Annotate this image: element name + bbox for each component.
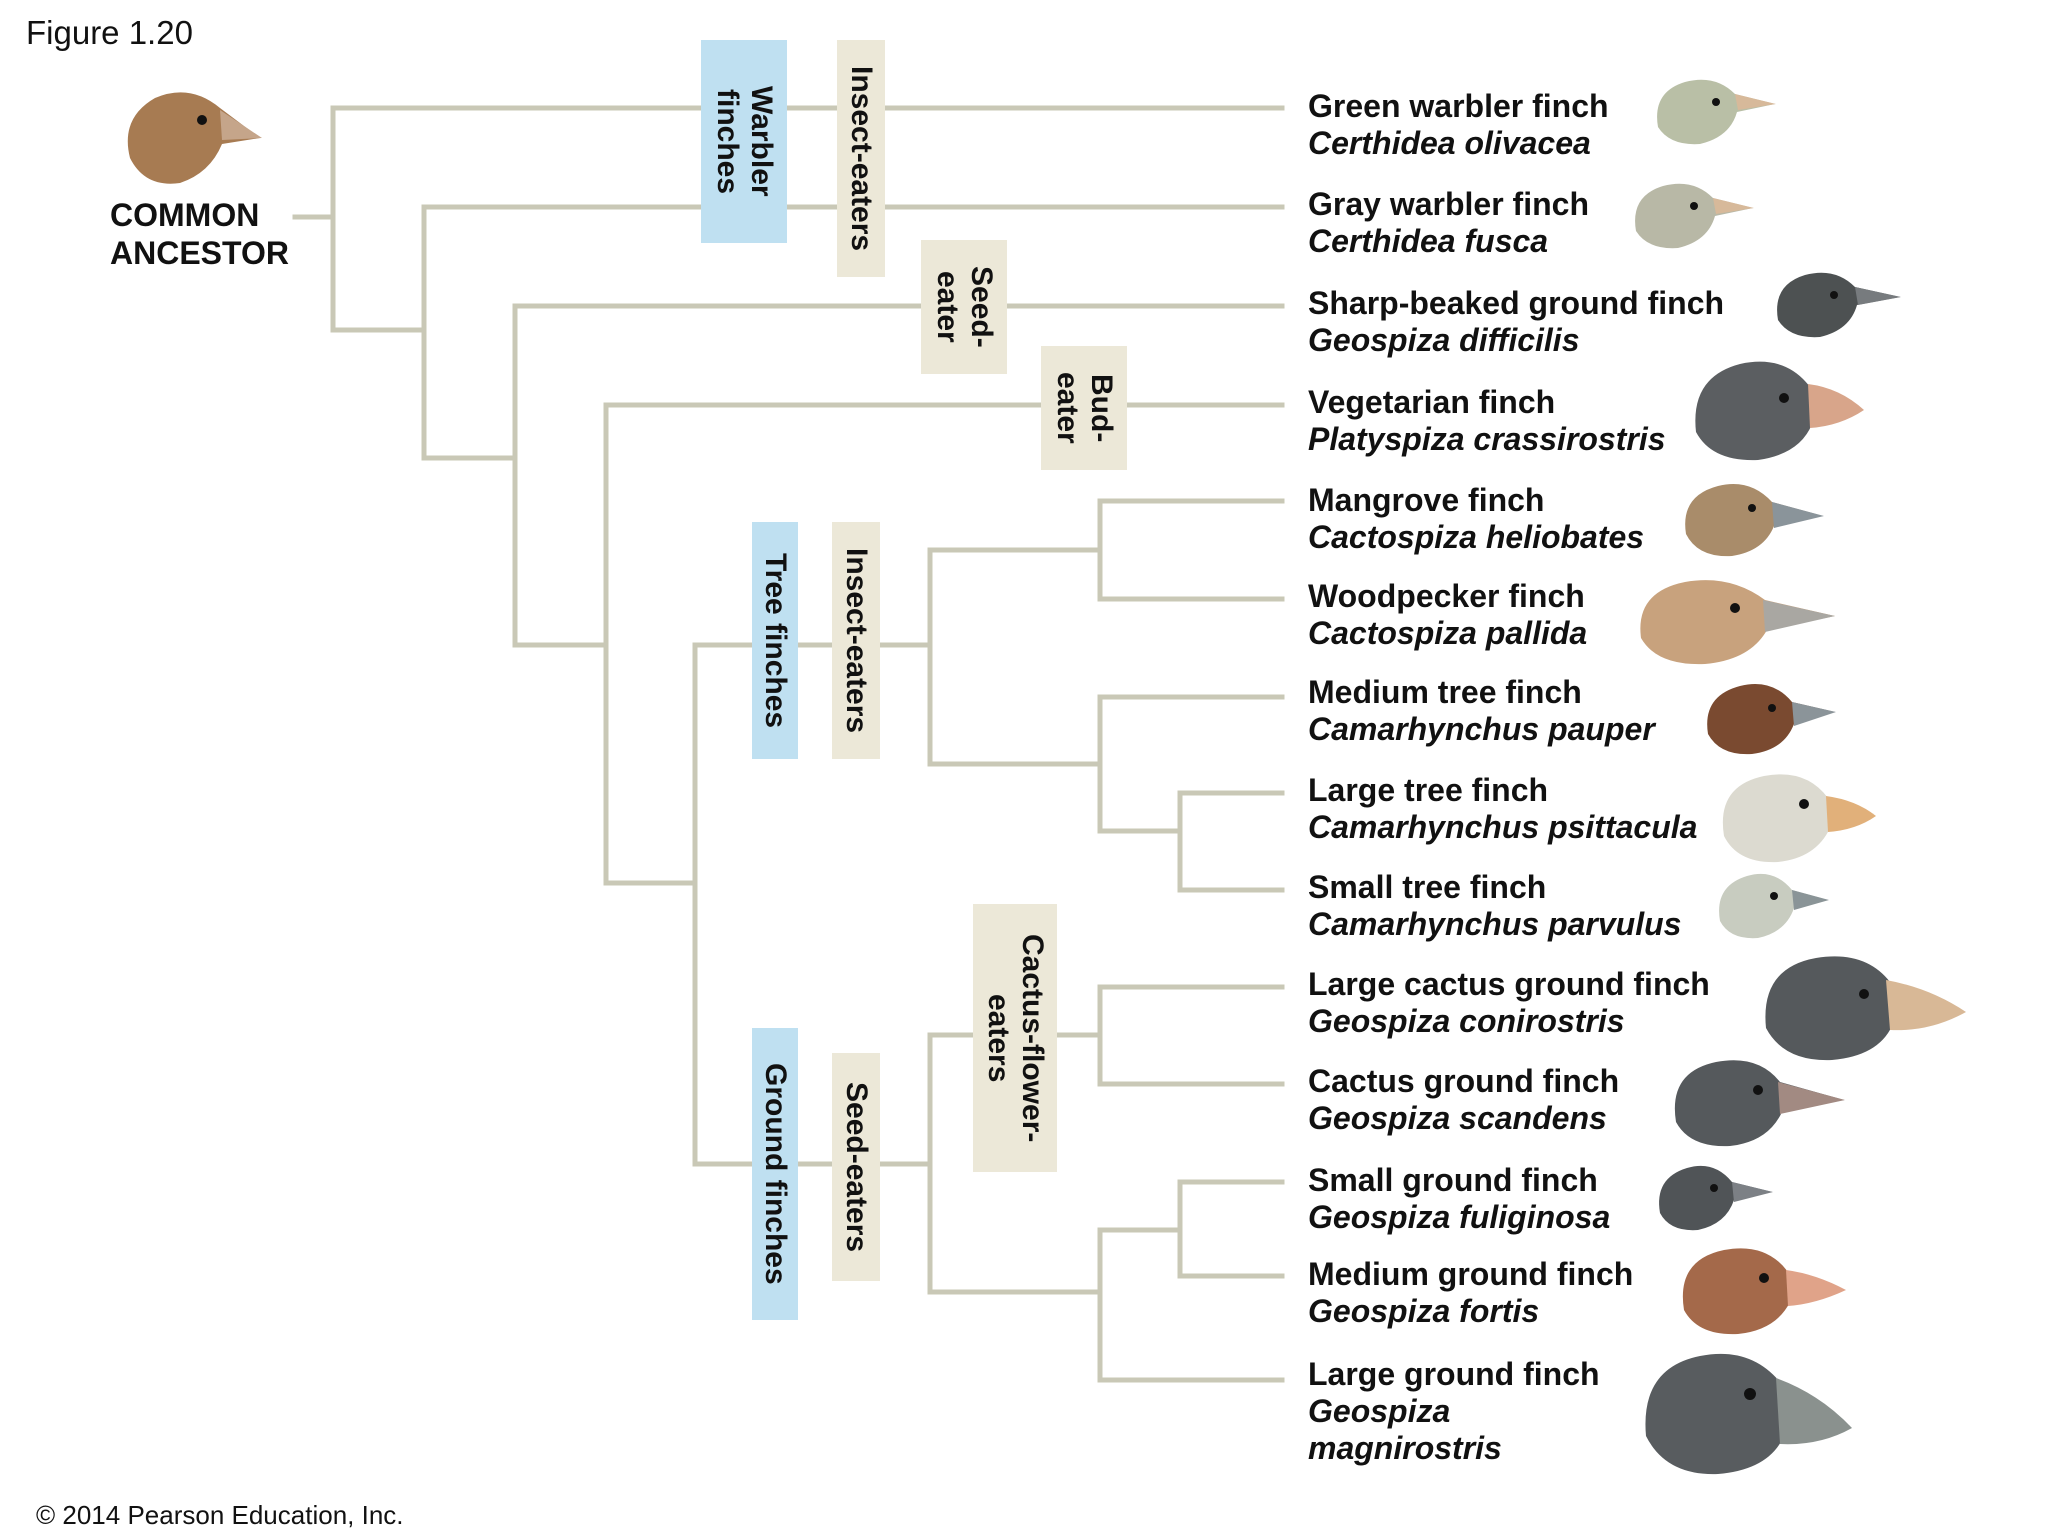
finch-head-icon <box>1719 873 1829 939</box>
species-scientific-name: Geospiza magnirostris <box>1308 1393 1502 1466</box>
bud-eater-label: Bud- eater <box>1051 372 1118 444</box>
finch-head-icon <box>1659 1165 1773 1231</box>
finch-head-icon <box>1682 1248 1846 1335</box>
species-common-name: Large cactus ground finch <box>1308 966 1710 1002</box>
species-common-name: Small tree finch <box>1308 869 1547 905</box>
species-common-name: Sharp-beaked ground finch <box>1308 285 1725 321</box>
ancestor-bird-icon <box>127 92 262 184</box>
cactus-flower-eaters-label: Cactus-flower- eaters <box>982 933 1049 1143</box>
species-scientific-name: Geospiza fuliginosa <box>1308 1199 1611 1235</box>
tree-finches-box: Tree finches <box>752 522 798 759</box>
finch-head-icon <box>1635 183 1754 249</box>
species-label: Woodpecker finch Cactospiza pallida <box>1308 578 1587 652</box>
species-label: Vegetarian finch Platyspiza crassirostri… <box>1308 384 1666 458</box>
seed-eater-label: Seed- eater <box>931 266 998 348</box>
finch-head-icon <box>1640 580 1835 665</box>
species-label: Small ground finch Geospiza fuliginosa <box>1308 1162 1610 1236</box>
species-scientific-name: Geospiza difficilis <box>1308 322 1580 358</box>
insect-eaters-top-label: Insect-eaters <box>845 65 878 252</box>
species-scientific-name: Geospiza scandens <box>1308 1100 1607 1136</box>
insect-eaters-tree-label: Insect-eaters <box>840 547 873 734</box>
species-scientific-name: Geospiza conirostris <box>1308 1003 1625 1039</box>
species-label: Large cactus ground finch Geospiza conir… <box>1308 966 1710 1040</box>
species-label: Small tree finch Camarhynchus parvulus <box>1308 869 1681 943</box>
species-common-name: Green warbler finch <box>1308 88 1609 124</box>
ground-finches-box: Ground finches <box>752 1028 798 1320</box>
species-label: Large ground finch Geospiza magnirostris <box>1308 1356 1600 1467</box>
species-label: Cactus ground finch Geospiza scandens <box>1308 1063 1619 1137</box>
finch-head-icon <box>1685 484 1824 557</box>
species-scientific-name: Certhidea fusca <box>1308 223 1549 259</box>
species-label: Green warbler finch Certhidea olivacea <box>1308 88 1609 162</box>
copyright-notice: © 2014 Pearson Education, Inc. <box>36 1500 404 1530</box>
cactus-flower-eaters-box: Cactus-flower- eaters <box>973 904 1057 1172</box>
insect-eaters-tree-box: Insect-eaters <box>832 522 880 759</box>
species-scientific-name: Certhidea olivacea <box>1308 125 1591 161</box>
species-scientific-name: Camarhynchus psittacula <box>1308 809 1698 845</box>
species-label: Large tree finch Camarhynchus psittacula <box>1308 772 1697 846</box>
species-scientific-name: Cactospiza heliobates <box>1308 519 1645 555</box>
seed-eater-box: Seed- eater <box>921 240 1007 374</box>
species-scientific-name: Geospiza fortis <box>1308 1293 1540 1329</box>
figure-label: Figure 1.20 <box>26 14 193 51</box>
species-scientific-name: Camarhynchus parvulus <box>1308 906 1682 942</box>
ground-finches-label: Ground finches <box>759 1063 792 1285</box>
species-common-name: Small ground finch <box>1308 1162 1598 1198</box>
common-ancestor-line1: COMMON <box>110 197 260 233</box>
species-common-name: Medium tree finch <box>1308 674 1582 710</box>
finch-head-icon <box>1765 956 1966 1061</box>
common-ancestor-line2: ANCESTOR <box>110 235 289 271</box>
species-scientific-name: Camarhynchus pauper <box>1308 711 1655 747</box>
species-common-name: Gray warbler finch <box>1308 186 1589 222</box>
species-scientific-name: Platyspiza crassirostris <box>1308 421 1666 457</box>
finch-head-icon <box>1645 1353 1852 1475</box>
species-label: Medium ground finch Geospiza fortis <box>1308 1256 1633 1330</box>
tree-finches-label: Tree finches <box>759 552 792 729</box>
species-common-name: Woodpecker finch <box>1308 578 1585 614</box>
warbler-finches-label: Warbler finches <box>711 86 778 197</box>
species-label: Sharp-beaked ground finch Geospiza diffi… <box>1308 285 1724 359</box>
warbler-finches-box: Warbler finches <box>701 40 787 243</box>
species-common-name: Medium ground finch <box>1308 1256 1634 1292</box>
species-scientific-name: Cactospiza pallida <box>1308 615 1588 651</box>
species-common-name: Vegetarian finch <box>1308 384 1556 420</box>
insect-eaters-top-box: Insect-eaters <box>837 40 885 277</box>
seed-eaters-label: Seed-eaters <box>840 1081 873 1253</box>
species-common-name: Cactus ground finch <box>1308 1063 1620 1099</box>
finch-head-icon <box>1722 774 1876 863</box>
seed-eaters-box: Seed-eaters <box>832 1053 880 1281</box>
finch-head-icon <box>1777 272 1901 338</box>
bud-eater-box: Bud- eater <box>1041 346 1127 470</box>
finch-head-icon <box>1674 1060 1845 1147</box>
species-label: Mangrove finch Cactospiza heliobates <box>1308 482 1644 556</box>
species-common-name: Mangrove finch <box>1308 482 1545 518</box>
species-common-name: Large tree finch <box>1308 772 1549 808</box>
species-label: Medium tree finch Camarhynchus pauper <box>1308 674 1655 748</box>
species-common-name: Large ground finch <box>1308 1356 1600 1392</box>
species-label: Gray warbler finch Certhidea fusca <box>1308 186 1589 260</box>
finch-head-icon <box>1657 79 1776 145</box>
common-ancestor-label: COMMON ANCESTOR <box>110 196 289 272</box>
finch-head-icon <box>1695 361 1864 461</box>
finch-head-icon <box>1707 684 1836 755</box>
